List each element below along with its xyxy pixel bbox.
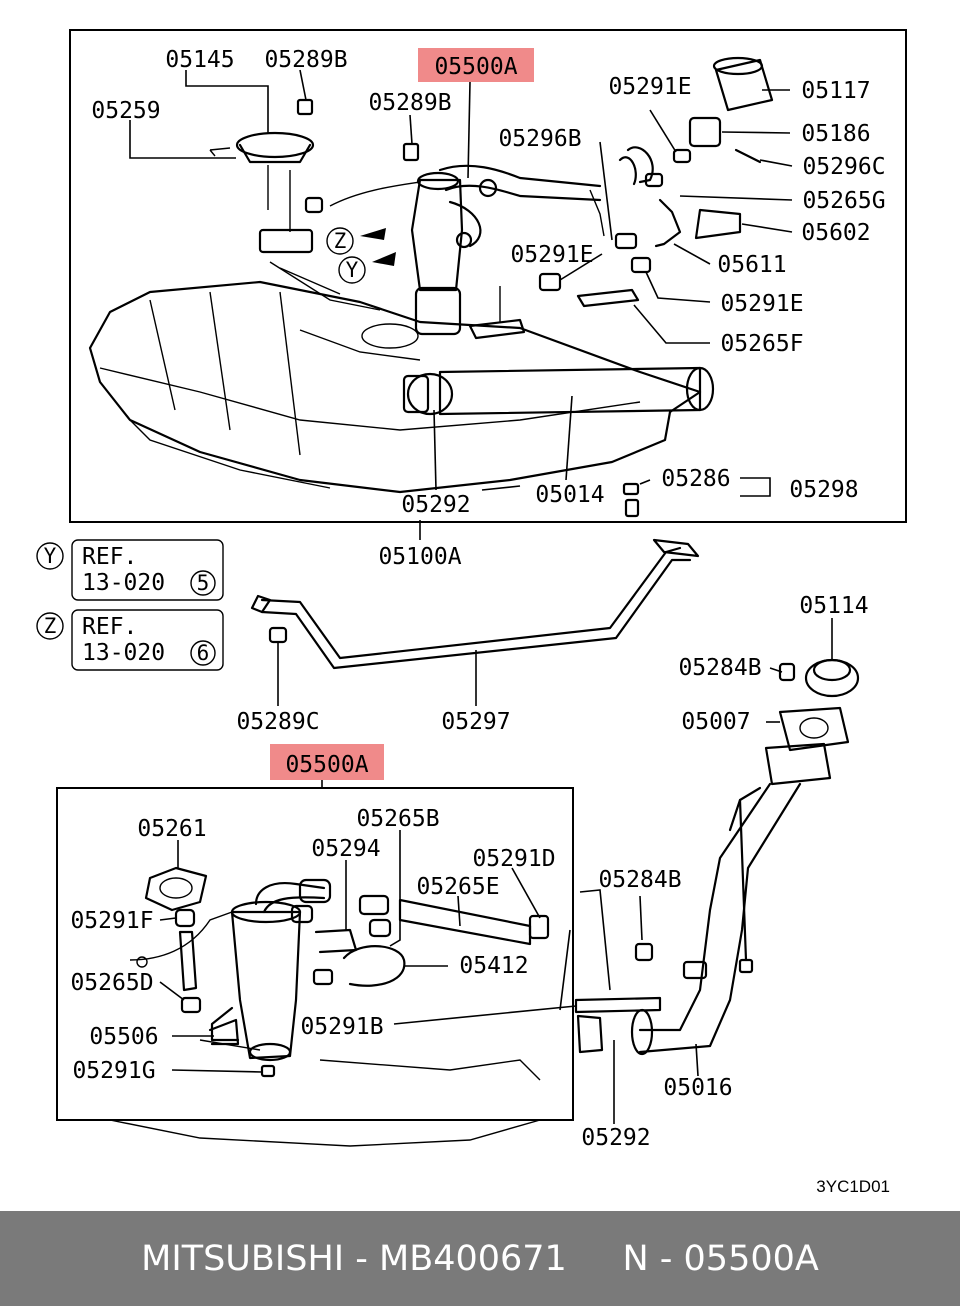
callout-05265g: 05265G: [802, 188, 885, 214]
footer-ref: 05500A: [683, 1238, 819, 1279]
middle-leader-lines: [277, 618, 833, 723]
arrow-letter-z: Z: [334, 229, 347, 253]
highlight-box-bottom: [270, 744, 384, 780]
arrow-letter-y: Y: [346, 258, 359, 282]
pump-assembly-frame: [56, 787, 574, 1121]
callout-05292-top: 05292: [401, 492, 470, 518]
parts-diagram: Z Y 05145 05289B 05259 05289B 05296B 052…: [36, 29, 907, 1196]
callout-05296c: 05296C: [802, 154, 885, 180]
callout-05259: 05259: [91, 98, 160, 124]
diagram-code: 3YC1D01: [816, 1177, 890, 1196]
callout-05007: 05007: [681, 709, 750, 735]
callout-05500a-top: 05500A: [434, 54, 517, 80]
callout-05506: 05506: [89, 1024, 158, 1050]
callout-05145: 05145: [165, 47, 234, 73]
callout-05500a-bottom: 05500A: [285, 752, 368, 778]
pump-assembly-drawing: [109, 866, 550, 1147]
ref-letter-y: Y: [44, 544, 57, 568]
callout-05016: 05016: [663, 1075, 732, 1101]
part-info-footer: MITSUBISHI - MB400671 N - 05500A: [0, 1211, 960, 1306]
callout-05291b: 05291B: [300, 1014, 383, 1040]
callout-05412: 05412: [459, 953, 528, 979]
ref-box-z: Z REF. 13-020 6: [36, 609, 224, 671]
callout-05265e: 05265E: [416, 874, 499, 900]
ref-y-number: 5: [197, 571, 210, 595]
callout-05286: 05286: [661, 466, 730, 492]
callout-05294: 05294: [311, 836, 380, 862]
callout-05100a: 05100A: [378, 544, 461, 570]
footer-brand: MITSUBISHI: [141, 1238, 345, 1279]
callout-05298: 05298: [789, 477, 858, 503]
callout-05296b: 05296B: [498, 126, 581, 152]
callout-05114: 05114: [799, 593, 868, 619]
callout-05297: 05297: [441, 709, 510, 735]
callout-05611: 05611: [717, 252, 786, 278]
callout-05291d: 05291D: [472, 846, 555, 872]
top-assembly-frame: [69, 29, 907, 523]
callout-05291g: 05291G: [72, 1058, 155, 1084]
footer-separator: -: [344, 1238, 379, 1279]
footer-part-number: MB400671: [379, 1238, 567, 1279]
ref-y-line2: 13-020: [82, 570, 165, 596]
callout-05289b-upper: 05289B: [264, 47, 347, 73]
callout-05291e-b: 05291E: [510, 242, 593, 268]
fuel-tank-drawing: [88, 56, 774, 518]
callout-05014: 05014: [535, 482, 604, 508]
callout-05284b-lower: 05284B: [598, 867, 681, 893]
callout-05117: 05117: [801, 78, 870, 104]
highlight-box-top: [418, 48, 534, 82]
footer-n-prefix: N -: [622, 1238, 684, 1279]
ref-z-number: 6: [197, 641, 210, 665]
tank-band-drawing: [250, 538, 700, 670]
callout-05186: 05186: [801, 121, 870, 147]
bottom-leader-lines: [159, 830, 699, 1124]
ref-z-line1: REF.: [82, 614, 137, 640]
footer-gap: [567, 1239, 623, 1279]
callout-05265f: 05265F: [720, 331, 803, 357]
callout-05265d: 05265D: [70, 970, 153, 996]
top-leader-lines: [129, 69, 793, 540]
callout-05291f: 05291F: [70, 908, 153, 934]
callout-05261: 05261: [137, 816, 206, 842]
callout-05602: 05602: [801, 220, 870, 246]
callout-05291e-c: 05291E: [720, 291, 803, 317]
callout-05289c: 05289C: [236, 709, 319, 735]
callout-05292-bottom: 05292: [581, 1125, 650, 1151]
ref-letter-z: Z: [44, 614, 57, 638]
ref-y-line1: REF.: [82, 544, 137, 570]
ref-z-line2: 13-020: [82, 640, 165, 666]
callout-05284b-upper: 05284B: [678, 655, 761, 681]
callout-05291e-a: 05291E: [608, 74, 691, 100]
callout-05265b: 05265B: [356, 806, 439, 832]
ref-box-y: Y REF. 13-020 5: [36, 539, 224, 601]
callout-05289b-lower: 05289B: [368, 90, 451, 116]
filler-neck-drawing: [574, 658, 860, 1056]
